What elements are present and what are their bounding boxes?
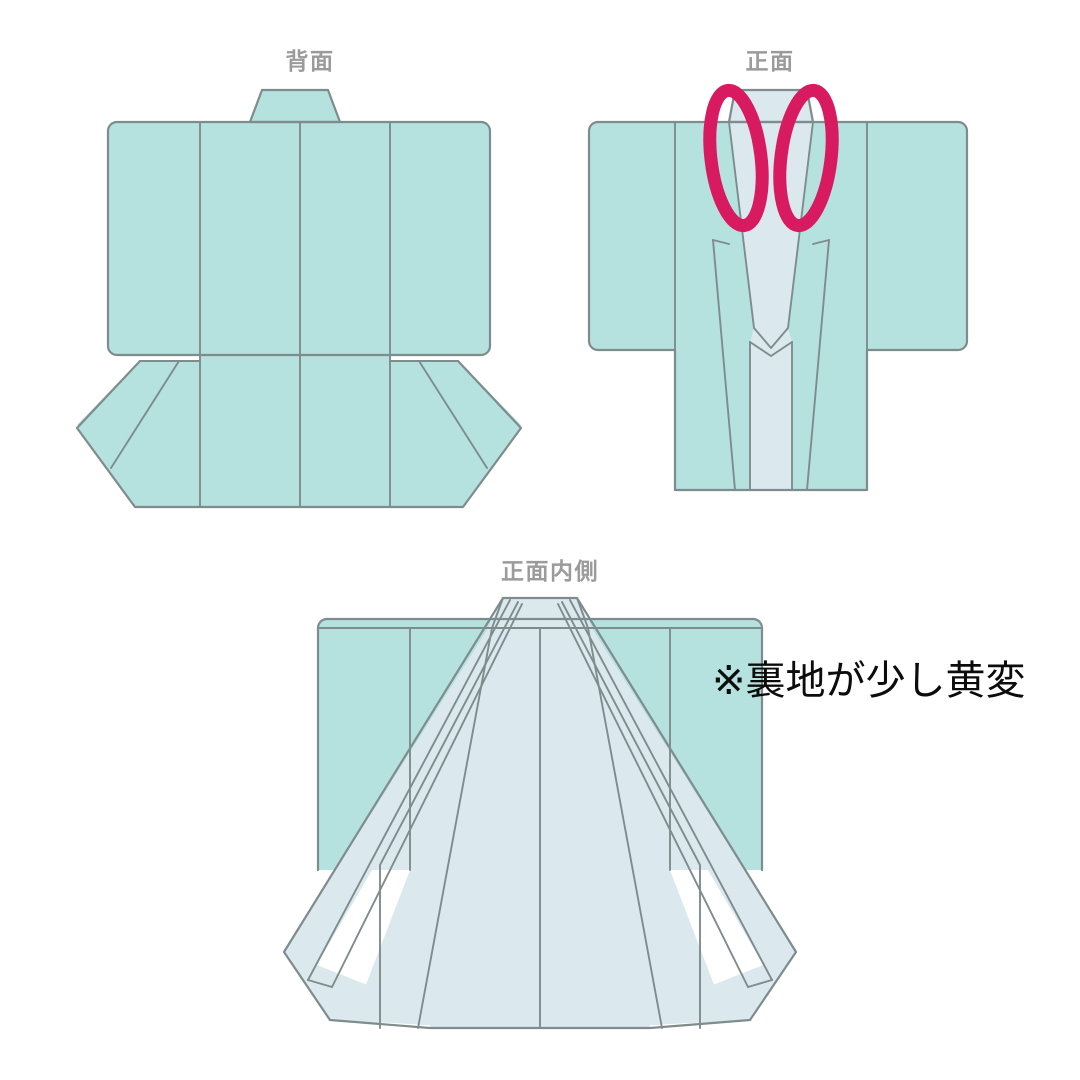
inner-left-panel-edge [379,601,519,1029]
view-label-front: 正面 [745,49,795,75]
view-label-inner: 正面内側 [501,559,599,585]
inner-left-fold-tip [307,979,333,988]
collar-left-marker-icon [703,83,769,233]
inner-left-fold-b [331,603,523,988]
inner-left-seam [417,627,493,1029]
collar-right-marker-icon [773,83,839,233]
inner-outer-block-sides [317,839,763,871]
view-label-back: 背面 [285,49,335,75]
inner-right-hem-corner [650,952,796,1025]
inner-right-wing [552,600,796,980]
back-center-fill [200,122,390,507]
inner-left-fold-a [307,599,511,981]
inner-left-wing [284,600,528,980]
front-right-lapel-outer [806,239,830,491]
inner-right-fold-a [569,599,773,981]
kimono-front-diagram [587,83,969,492]
back-shoulder-outline [106,120,492,357]
back-skirt-outline [75,359,523,509]
front-left-sleeve [589,122,675,350]
back-left-sleeve [108,122,200,355]
inner-right-seam [587,627,663,1029]
back-left-skirt [77,360,200,507]
inner-outer-block-outline [316,617,764,872]
front-center-lining-strip [750,328,792,490]
front-lining-point-line [749,341,793,357]
lining-condition-note: ※裏地が少し黄変 [712,658,1026,704]
front-right-sleeve [867,122,967,350]
inner-lining-outline [282,596,798,1030]
front-left-lapel-outer [712,239,736,491]
back-right-sleeve [390,122,490,355]
front-body-outline [587,120,969,492]
front-left-lapel-notch [712,239,730,245]
front-right-lapel-notch [812,239,830,245]
back-right-skirt [390,360,521,507]
kimono-inner-diagram [282,596,798,1030]
kimono-back-diagram [75,88,523,509]
inner-right-panel-edge [561,601,701,1029]
back-right-fold [418,360,488,469]
front-v-neck-line [728,121,814,349]
back-collar-shape [250,90,340,122]
inner-right-fold-tip [747,979,773,988]
inner-left-hem-corner [284,952,430,1025]
back-left-fold [110,360,180,469]
inner-right-fold-b [557,603,749,988]
